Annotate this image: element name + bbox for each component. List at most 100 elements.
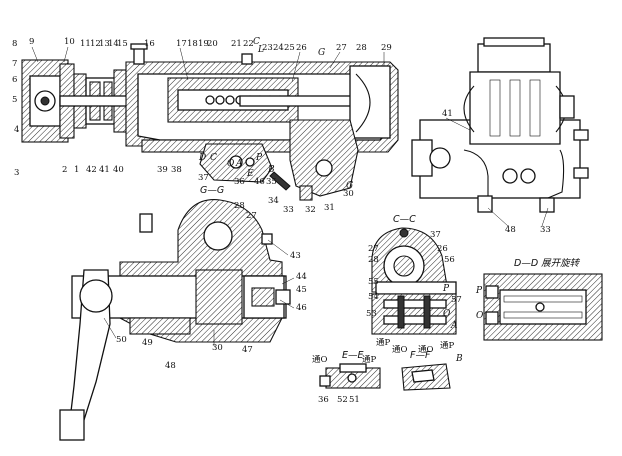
part-number-label: 12: [90, 39, 101, 49]
port-letter-label: A: [235, 159, 243, 169]
part-number-label: 50: [116, 335, 127, 345]
sector-bore: [203, 221, 233, 251]
part-number-label: 20: [207, 39, 218, 49]
section-dd: [483, 273, 603, 341]
part-number-label: 35: [266, 177, 277, 187]
part-number-label: 41: [99, 165, 110, 175]
part-number-label: 1: [74, 165, 79, 175]
part-number-label: 45: [296, 285, 307, 295]
port-letter-label: O: [227, 159, 235, 169]
part-number-label: 37: [430, 230, 441, 240]
part-number-label: 36: [318, 395, 329, 405]
part-number-label: 7: [12, 59, 17, 69]
part-number-label: 24: [273, 43, 284, 53]
part-number-label: 13: [99, 39, 110, 49]
part-number-label: 28: [368, 255, 379, 265]
part-number-label: 27: [336, 43, 347, 53]
part-number-label: 39: [157, 165, 168, 175]
section-ee: [319, 363, 381, 389]
part-number-label: 43: [290, 251, 301, 261]
port-letter-label: O: [443, 309, 451, 319]
part-number-label: 11: [80, 39, 91, 49]
port-letter-label: C: [210, 153, 217, 163]
part-number-label: 48: [165, 361, 176, 371]
part-number-label: 23: [262, 43, 273, 53]
part-number-label: 49: [142, 338, 153, 348]
section-title-cc: C—C: [393, 214, 416, 225]
passage-label: 通P: [440, 340, 455, 351]
part-number-label: 28: [356, 43, 367, 53]
port-letter-label: L: [257, 45, 264, 55]
part-number-label: 33: [283, 205, 294, 215]
section-ff: [401, 363, 451, 391]
side-view: [411, 37, 589, 213]
part-number-label: 42: [86, 165, 97, 175]
section-ee-left-label: 通O: [312, 354, 328, 365]
passage-label: 通P: [376, 337, 391, 348]
part-number-label: 57: [451, 295, 462, 305]
part-number-label: 19: [198, 39, 209, 49]
part-number-label: 16: [144, 39, 155, 49]
port-letter-label: O: [476, 311, 484, 321]
passage-label: 通O: [418, 344, 434, 355]
port-letter-label: G: [346, 181, 353, 191]
part-number-label: 18: [187, 39, 198, 49]
part-number-label: 26: [296, 43, 307, 53]
port-letter-label: A: [450, 321, 458, 331]
part-number-label: 46: [254, 177, 265, 187]
section-title-dd: D—D 展开旋转: [514, 258, 581, 269]
part-number-label: 15: [117, 39, 128, 49]
part-number-label: 31: [324, 203, 335, 213]
part-number-label: 10: [64, 37, 75, 47]
part-number-label: 46: [296, 303, 307, 313]
port-letter-label: G: [318, 48, 325, 58]
section-title-ee: E—E: [342, 350, 364, 361]
part-number-label: 26: [437, 244, 448, 254]
part-number-label: 2: [62, 165, 67, 175]
part-number-label: 27: [368, 244, 379, 254]
port-letter-label: C: [253, 37, 260, 47]
part-number-label: 52: [337, 395, 348, 405]
part-number-label: 55: [368, 277, 379, 287]
part-number-label: 8: [12, 39, 17, 49]
sector-shaft-view: [59, 199, 291, 441]
part-number-label: 27: [246, 211, 257, 221]
section-ee-top-label: 通P: [362, 354, 377, 365]
part-number-label: 51: [349, 395, 360, 405]
port-letter-label: B: [267, 165, 275, 175]
part-number-label: 28: [234, 201, 245, 211]
part-number-label: 32: [305, 205, 316, 215]
part-number-label: 21: [231, 39, 242, 49]
leader-lines: [31, 46, 549, 346]
port-letter-label: P: [255, 153, 263, 163]
part-number-label: 5: [12, 95, 17, 105]
part-number-label: 47: [242, 345, 253, 355]
part-number-label: 44: [296, 272, 307, 282]
part-number-label: 53: [366, 309, 377, 319]
section-mark-gg: G—G: [200, 185, 224, 196]
port-letter-label: E: [246, 169, 254, 179]
port-letter-label: D: [198, 153, 206, 163]
part-number-label: 30: [212, 343, 223, 353]
part-number-label: 37: [198, 173, 209, 183]
part-number-label: 38: [171, 165, 182, 175]
part-number-label: 9: [29, 37, 34, 47]
part-number-label: 29: [381, 43, 392, 53]
part-number-label: 48: [505, 225, 516, 235]
part-number-label: 40: [113, 165, 124, 175]
part-number-label: 41: [442, 109, 453, 119]
part-number-label: 14: [108, 39, 119, 49]
port-letter-label: B: [455, 354, 463, 364]
part-number-label: 56: [444, 255, 455, 265]
part-number-label: 30: [343, 189, 354, 199]
passage-label: 通O: [392, 344, 408, 355]
port-letter-label: P: [475, 286, 483, 296]
section-title-ff: F—F: [410, 350, 431, 361]
part-number-label: 17: [176, 39, 187, 49]
part-number-label: 36: [234, 177, 245, 187]
part-number-label: 3: [14, 168, 19, 178]
part-number-label: 22: [243, 39, 254, 49]
